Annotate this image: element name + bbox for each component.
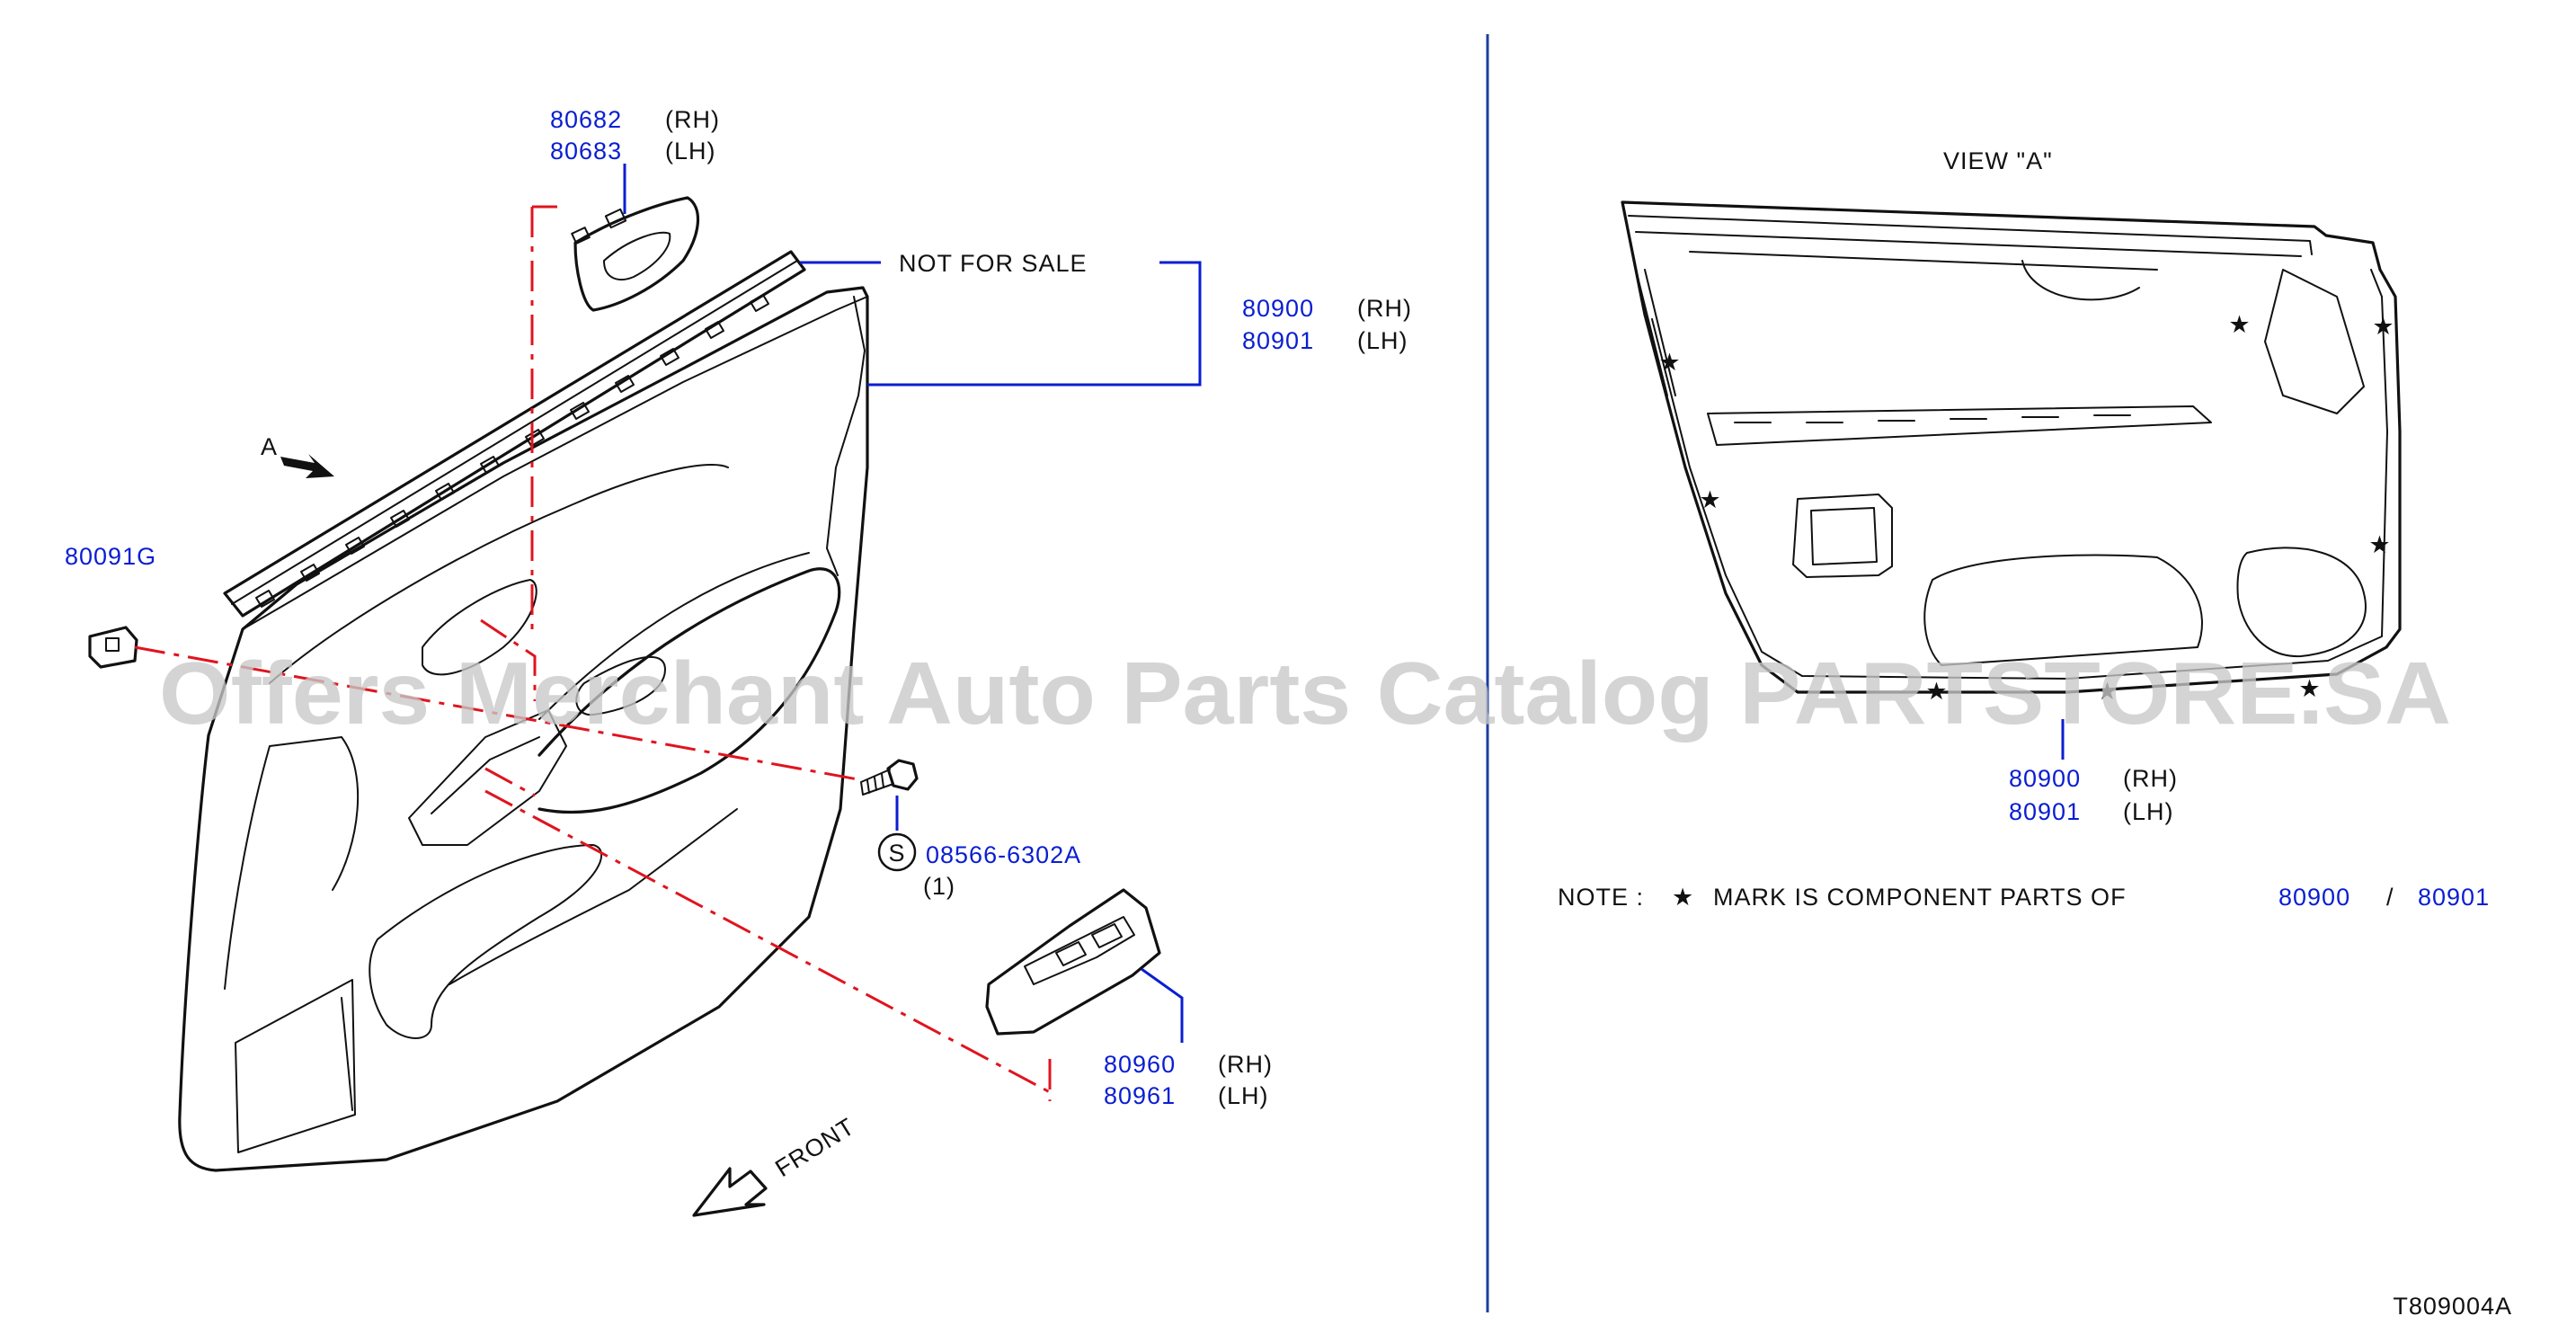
screw-symbol: S bbox=[888, 840, 905, 867]
svg-text:★: ★ bbox=[1925, 678, 1948, 705]
svg-text:★: ★ bbox=[2298, 675, 2321, 702]
side-label-trim-rh: (RH) bbox=[1357, 295, 1412, 322]
part-number-view-rh[interactable]: 80900 bbox=[2009, 765, 2081, 792]
side-label-trim-lh: (LH) bbox=[1357, 327, 1408, 354]
note-star: ★ bbox=[1672, 884, 1694, 911]
note-separator: / bbox=[2386, 884, 2394, 911]
part-number-grip-lh[interactable]: 80683 bbox=[550, 138, 622, 165]
not-for-sale-label: NOT FOR SALE bbox=[899, 250, 1088, 277]
diagram-code: T809004A bbox=[2393, 1293, 2512, 1320]
view-a-title: VIEW "A" bbox=[1943, 147, 2053, 174]
side-label-grip-rh: (RH) bbox=[665, 106, 720, 133]
note-part-a[interactable]: 80900 bbox=[2278, 884, 2350, 911]
screw-symbol-circle bbox=[877, 832, 917, 872]
front-label: FRONT bbox=[770, 1113, 859, 1182]
clip-drawing bbox=[88, 626, 138, 669]
side-label-view-lh: (LH) bbox=[2123, 798, 2174, 825]
side-label-grip-lh: (LH) bbox=[665, 138, 716, 165]
part-number-trim-rh[interactable]: 80900 bbox=[1242, 295, 1314, 322]
note-text: MARK IS COMPONENT PARTS OF bbox=[1713, 884, 2127, 911]
screw-drawing bbox=[860, 759, 919, 796]
window-switch-finisher-drawing bbox=[985, 888, 1161, 1036]
note-prefix: NOTE : bbox=[1558, 884, 1644, 911]
view-a-arrow-label: A bbox=[261, 433, 278, 460]
front-direction-arrow bbox=[692, 1167, 768, 1217]
screw-quantity: (1) bbox=[923, 873, 955, 900]
side-label-switch-rh: (RH) bbox=[1218, 1051, 1273, 1078]
svg-text:★: ★ bbox=[1699, 486, 1721, 513]
part-number-grip-rh[interactable]: 80682 bbox=[550, 106, 622, 133]
part-number-view-lh[interactable]: 80901 bbox=[2009, 798, 2081, 825]
svg-text:★: ★ bbox=[2096, 678, 2119, 705]
part-number-switch-rh[interactable]: 80960 bbox=[1104, 1051, 1176, 1078]
svg-text:★: ★ bbox=[2372, 313, 2394, 340]
note-part-b[interactable]: 80901 bbox=[2418, 884, 2490, 911]
door-trim-panel-drawing bbox=[178, 286, 869, 1172]
belt-moulding-drawing bbox=[223, 250, 806, 618]
view-a-arrow bbox=[280, 454, 334, 478]
svg-text:★: ★ bbox=[2228, 311, 2251, 338]
leader-lines bbox=[623, 164, 2065, 1043]
side-label-switch-lh: (LH) bbox=[1218, 1082, 1269, 1109]
inner-grip-drawing bbox=[571, 196, 699, 312]
side-label-view-rh: (RH) bbox=[2123, 765, 2178, 792]
part-number-screw[interactable]: 08566-6302A bbox=[926, 841, 1081, 868]
part-number-switch-lh[interactable]: 80961 bbox=[1104, 1082, 1176, 1109]
svg-text:★: ★ bbox=[2368, 531, 2391, 558]
part-number-trim-lh[interactable]: 80901 bbox=[1242, 327, 1314, 354]
view-a-drawing: ★ ★ ★ ★ ★ ★ ★ ★ bbox=[1621, 200, 2402, 705]
svg-text:★: ★ bbox=[1658, 349, 1681, 376]
watermark-text: Offers Merchant Auto Parts Catalog PARTS… bbox=[159, 644, 2451, 743]
alignment-lines bbox=[134, 205, 1052, 1101]
part-number-clip[interactable]: 80091G bbox=[65, 543, 156, 570]
